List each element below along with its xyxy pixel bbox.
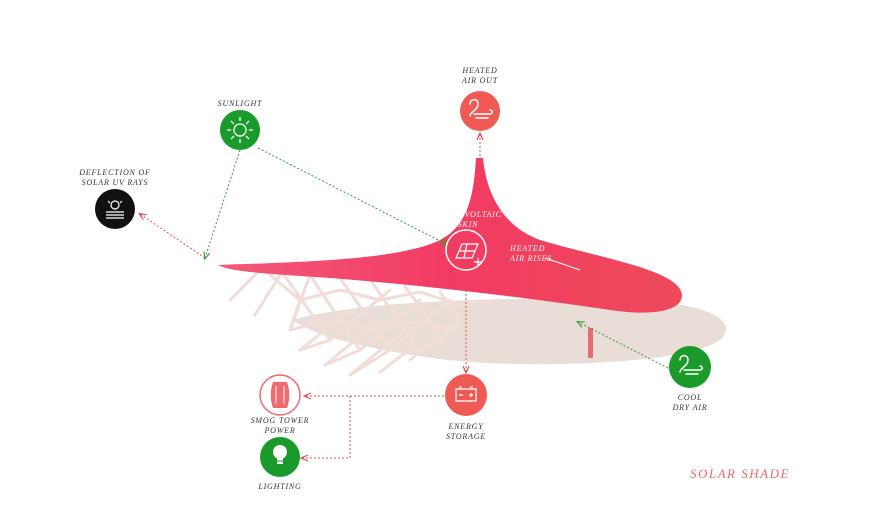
support-post bbox=[588, 328, 593, 358]
light-bulb-icon bbox=[273, 445, 287, 464]
deflection-node bbox=[95, 189, 135, 229]
arrow-to-deflection bbox=[140, 214, 206, 259]
heated-air-rises-line bbox=[544, 257, 581, 271]
cool-dry-air-node bbox=[669, 346, 711, 388]
heated-air-out-label: HEATED AIR OUT bbox=[461, 66, 499, 85]
sunlight-label: SUNLIGHT bbox=[217, 99, 263, 108]
wind-icon bbox=[679, 354, 703, 375]
deflection-label: DEFLECTION OF SOLAR UV RAYS bbox=[79, 168, 151, 187]
lighting-label: LIGHTING bbox=[258, 482, 302, 491]
heated-air-rises-label: HEATED AIR RISES bbox=[510, 244, 553, 263]
cool-dry-air-label: COOL DRY AIR bbox=[672, 393, 708, 412]
photovoltaic-node bbox=[445, 229, 487, 271]
solar-panel-icon bbox=[455, 243, 482, 266]
uv-rays-icon bbox=[106, 200, 124, 219]
wind-icon bbox=[469, 98, 493, 119]
energy-storage-label: ENERGY STORAGE bbox=[445, 422, 487, 441]
energy-storage-node bbox=[445, 374, 487, 416]
smog-tower-icon bbox=[270, 382, 290, 408]
smog-tower-node bbox=[259, 374, 301, 416]
battery-icon bbox=[455, 386, 477, 402]
diagram-title: SOLAR SHADE bbox=[690, 466, 790, 481]
arrow-sunlight-down bbox=[205, 149, 241, 258]
heated-air-out-node bbox=[460, 91, 500, 131]
smog-tower-label: SMOG TOWER POWER bbox=[250, 416, 310, 435]
lattice-structure bbox=[228, 266, 502, 377]
arrow-cool-air-in bbox=[578, 322, 669, 369]
canopy-shell bbox=[218, 158, 682, 313]
arrow-storage-to-lighting bbox=[302, 396, 351, 458]
arrow-sunlight-to-pv bbox=[257, 147, 446, 244]
sunlight-node bbox=[220, 110, 260, 150]
sun-icon bbox=[227, 117, 253, 143]
lighting-node bbox=[260, 437, 300, 477]
photovoltaic-label: PHOTOVOLTAIC SKIN bbox=[434, 210, 502, 229]
